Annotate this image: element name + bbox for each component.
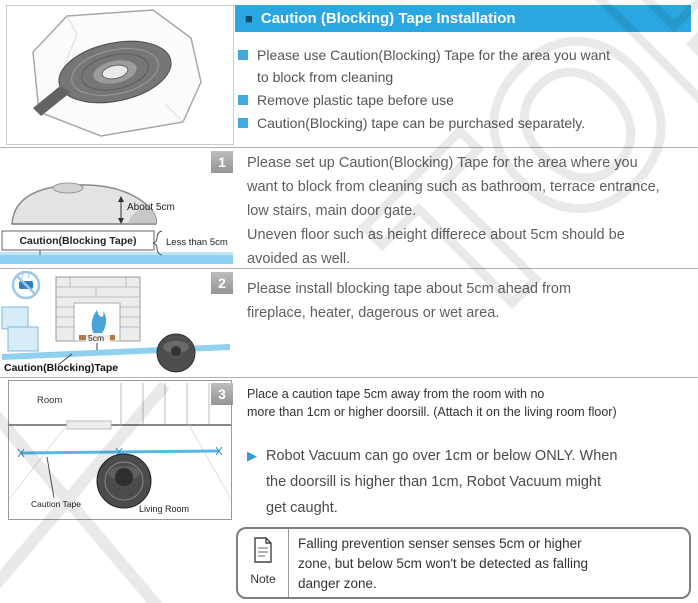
step-3-text: Place a caution tape 5cm away from the r… [247, 387, 617, 419]
tip-block: ▶ Robot Vacuum can go over 1cm or below … [247, 443, 689, 521]
intro-bullet-list: Please use Caution(Blocking) Tape for th… [238, 44, 686, 135]
floor-perspective [188, 424, 232, 500]
tape-tail [33, 86, 71, 116]
label-about-5cm: About 5cm [127, 202, 175, 213]
robot-center [171, 346, 181, 356]
page-title: Caution (Blocking) Tape Installation [260, 10, 516, 27]
fireplace-tape-illustration: 5cm Caution(Blocking)Tape [1, 270, 231, 374]
doorsill [66, 420, 112, 430]
arrowhead-up [118, 196, 124, 202]
brace [152, 230, 163, 256]
label-less-than-5cm: Less than 5cm [166, 237, 228, 248]
header-square-icon: ■ [245, 11, 253, 26]
step-1-text: Please set up Caution(Blocking) Tape for… [247, 155, 660, 267]
arrowhead-down [118, 218, 124, 224]
section-divider [0, 377, 698, 378]
window-mullions [120, 383, 210, 425]
label-room: Room [37, 395, 62, 406]
section-divider [0, 268, 698, 269]
tip-arrow-icon: ▶ [247, 448, 257, 463]
note-text: Falling prevention senser senses 5cm or … [298, 536, 589, 591]
no-pot-prohibition-icon [11, 270, 41, 300]
intro-bullet: Caution(Blocking) tape can be purchased … [238, 112, 686, 134]
tape-package-illustration [6, 5, 234, 145]
bullet-square-icon [238, 50, 248, 60]
tip-text: Robot Vacuum can go over 1cm or below ON… [266, 448, 618, 516]
step-number-3: 3 [211, 383, 233, 405]
robot-bumper [128, 206, 157, 224]
leader-line [57, 353, 73, 366]
robot-center [115, 468, 133, 486]
note-document-icon [254, 537, 272, 563]
tape-package-drawing [32, 9, 202, 137]
label-living-room: Living Room [139, 504, 189, 514]
storage-boxes [1, 306, 39, 352]
section-divider [0, 147, 698, 148]
label-bg [86, 333, 110, 343]
flame [91, 310, 107, 339]
label-caution-tape: Caution Tape [31, 499, 81, 509]
tape-strip-highlight [0, 252, 233, 255]
section-header: ■ Caution (Blocking) Tape Installation [235, 5, 691, 32]
bullet-square-icon [238, 118, 248, 128]
tape-label-box [1, 230, 155, 251]
bag-crease [64, 15, 78, 65]
note-divider [288, 529, 289, 597]
robot-top-button [52, 182, 84, 194]
label-caution-blocking-tape: Caution(Blocking Tape) [19, 235, 136, 247]
robot-tape-side-illustration: About 5cm Caution(Blocking Tape) Less th… [0, 182, 233, 264]
room-plan-drawing: Room Caution Tape Living Room [8, 383, 232, 514]
leader-line [46, 456, 55, 499]
step-2-text: Please install blocking tape about 5cm a… [247, 281, 572, 321]
step-number-2: 2 [211, 272, 233, 294]
intro-bullet-text: Remove plastic tape before use [257, 92, 454, 108]
intro-bullet: Please use Caution(Blocking) Tape for th… [238, 44, 686, 88]
intro-bullet-text: Caution(Blocking) tape can be purchased … [257, 115, 586, 131]
note-icon-column: Note [238, 529, 288, 597]
tape-strip [0, 255, 233, 264]
bullet-square-icon [238, 95, 248, 105]
label-caution-blocking-tape: Caution(Blocking)Tape [4, 362, 118, 374]
tape-roll [58, 40, 172, 104]
note-label: Note [250, 572, 276, 586]
note-box: Note Falling prevention senser senses 5c… [236, 527, 691, 599]
intro-bullet: Remove plastic tape before use [238, 89, 686, 111]
bag-crease [164, 103, 184, 123]
floor-perspective [8, 424, 68, 500]
room-plan-illustration: Room Caution Tape Living Room [8, 380, 232, 520]
label-5cm: 5cm [88, 333, 104, 343]
intro-bullet-text: Please use Caution(Blocking) Tape for th… [257, 47, 611, 85]
step-number-1: 1 [211, 151, 233, 173]
